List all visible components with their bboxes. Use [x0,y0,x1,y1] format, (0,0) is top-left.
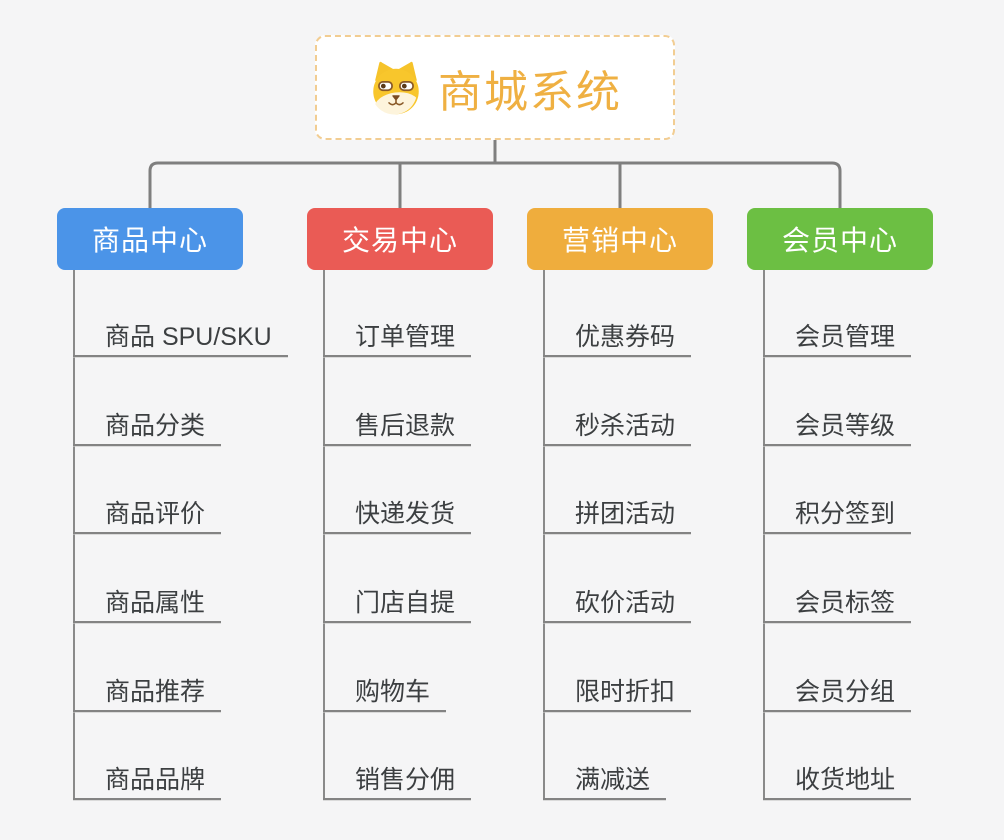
mindmap-item[interactable]: 积分签到 [763,496,912,534]
branch-label: 交易中心 [341,225,458,256]
branch-column-product-center: 商品 SPU/SKU 商品分类 商品评价 商品属性 商品推荐 商品品牌 [73,270,313,802]
mindmap-item[interactable]: 秒杀活动 [543,408,692,446]
mindmap-item[interactable]: 门店自提 [323,585,472,623]
mindmap-item[interactable]: 优惠券码 [543,319,692,357]
mindmap-item[interactable]: 商品推荐 [73,674,222,712]
branch-column-member-center: 会员管理 会员等级 积分签到 会员标签 会员分组 收货地址 [763,270,1003,802]
branch-header-member-center[interactable]: 会员中心 [747,208,933,270]
mindmap-item[interactable]: 会员分组 [763,674,912,712]
mindmap-item[interactable]: 售后退款 [323,408,472,446]
branch-connector-line [543,270,545,800]
mindmap-item[interactable]: 商品品牌 [73,762,222,800]
branch-header-trade-center[interactable]: 交易中心 [307,208,493,270]
mindmap-item[interactable]: 购物车 [323,674,447,712]
branch-connector-line [73,270,75,800]
mindmap-item[interactable]: 限时折扣 [543,674,692,712]
mindmap-item[interactable]: 快递发货 [323,496,472,534]
mindmap-item[interactable]: 商品 SPU/SKU [73,319,288,357]
mindmap-item[interactable]: 商品分类 [73,408,222,446]
branch-label: 商品中心 [91,225,208,256]
branch-header-product-center[interactable]: 商品中心 [57,208,243,270]
branch-header-marketing-center[interactable]: 营销中心 [527,208,713,270]
mindmap-item[interactable]: 收货地址 [763,762,912,800]
mindmap-item[interactable]: 订单管理 [323,319,472,357]
mindmap-item[interactable]: 会员管理 [763,319,912,357]
branch-connector-line [763,270,765,800]
root-title: 商城系统 [438,67,622,117]
mindmap-item[interactable]: 会员标签 [763,585,912,623]
branch-connector-line [323,270,325,800]
mindmap-item[interactable]: 拼团活动 [543,496,692,534]
mindmap-item[interactable]: 满减送 [543,762,667,800]
mindmap-item[interactable]: 销售分佣 [323,762,472,800]
branch-label: 营销中心 [561,225,678,256]
dog-face-icon [373,61,420,116]
mindmap-item[interactable]: 商品评价 [73,496,222,534]
mindmap-item[interactable]: 砍价活动 [543,585,692,623]
branch-column-trade-center: 订单管理 售后退款 快递发货 门店自提 购物车 销售分佣 [323,270,563,802]
branch-column-marketing-center: 优惠券码 秒杀活动 拼团活动 砍价活动 限时折扣 满减送 [543,270,783,802]
mindmap-item[interactable]: 会员等级 [763,408,912,446]
mindmap-item[interactable]: 商品属性 [73,585,222,623]
branch-label: 会员中心 [781,225,898,256]
root-node[interactable]: 商城系统 [315,35,675,140]
